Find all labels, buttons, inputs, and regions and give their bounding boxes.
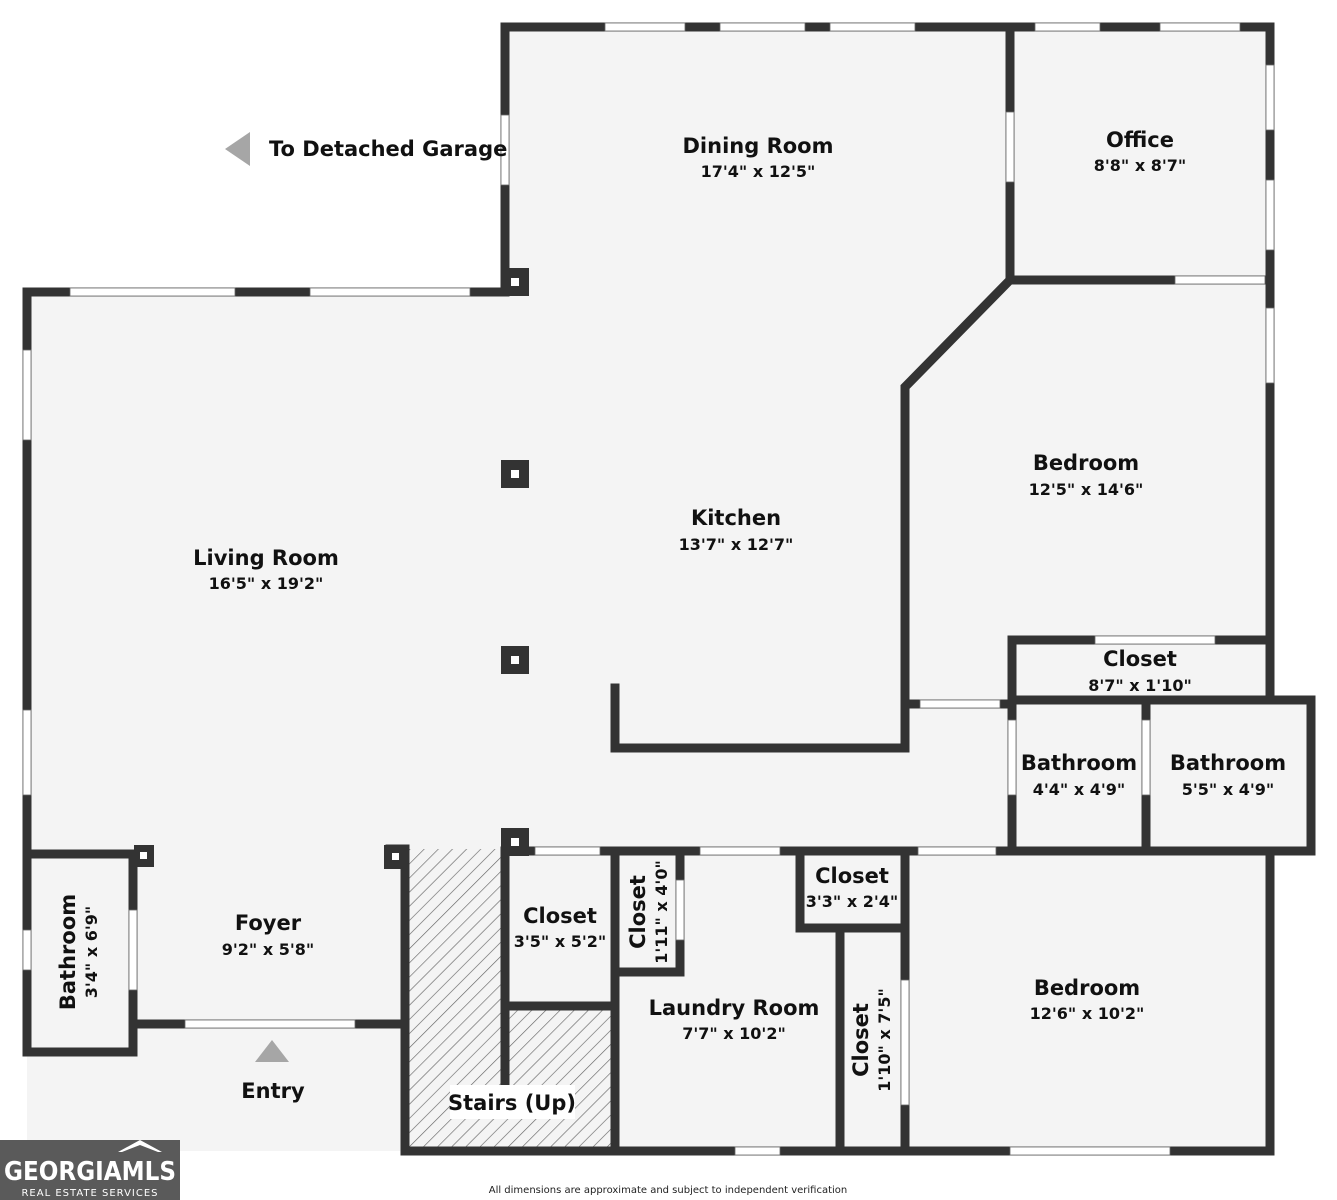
kitchen-label: Kitchen 13'7" x 12'7" bbox=[679, 506, 794, 554]
room-name: Closet bbox=[523, 904, 597, 928]
logo-tagline: REAL ESTATE SERVICES bbox=[21, 1188, 158, 1199]
entry-label: Entry bbox=[241, 1079, 305, 1103]
room-name: Closet bbox=[1103, 647, 1177, 671]
room-dimensions: 3'5" x 5'2" bbox=[514, 932, 606, 951]
room-name: Bedroom bbox=[1034, 976, 1140, 1000]
closet-narrow-label: Closet 1'11" x 4'0" bbox=[626, 860, 671, 964]
entry-marker: Entry bbox=[241, 1040, 305, 1103]
room-name: Bathroom bbox=[1170, 751, 1286, 775]
dining-room-label: Dining Room 17'4" x 12'5" bbox=[683, 134, 834, 181]
stairs-label: Stairs (Up) bbox=[448, 1085, 576, 1119]
room-name: Office bbox=[1106, 128, 1174, 152]
bathroom-b-label: Bathroom 5'5" x 4'9" bbox=[1170, 751, 1286, 799]
room-name: Living Room bbox=[193, 546, 339, 570]
room-dimensions: 3'4" x 6'9" bbox=[82, 906, 101, 998]
room-dimensions: 1'10" x 7'5" bbox=[875, 988, 894, 1092]
room-dimensions: 3'3" x 2'4" bbox=[806, 892, 898, 911]
room-dimensions: 5'5" x 4'9" bbox=[1182, 780, 1274, 799]
room-dimensions: 4'4" x 4'9" bbox=[1033, 780, 1125, 799]
closet-tall-label: Closet 1'10" x 7'5" bbox=[849, 988, 894, 1092]
room-name: Kitchen bbox=[691, 506, 781, 530]
garage-direction: To Detached Garage bbox=[225, 132, 507, 166]
bathroom-a-label: Bathroom 4'4" x 4'9" bbox=[1021, 751, 1137, 799]
foyer-label: Foyer 9'2" x 5'8" bbox=[222, 911, 314, 959]
disclaimer-text: All dimensions are approximate and subje… bbox=[489, 1185, 848, 1196]
room-name: Closet bbox=[849, 1003, 873, 1077]
bathroom-left-label: Bathroom 3'4" x 6'9" bbox=[56, 894, 101, 1010]
room-dimensions: 9'2" x 5'8" bbox=[222, 940, 314, 959]
garage-label: To Detached Garage bbox=[269, 137, 507, 161]
room-dimensions: 13'7" x 12'7" bbox=[679, 535, 794, 554]
room-name: Stairs (Up) bbox=[448, 1091, 576, 1115]
closet-top-label: Closet 8'7" x 1'10" bbox=[1088, 647, 1192, 695]
closet-small-label: Closet 3'3" x 2'4" bbox=[806, 864, 898, 911]
closet-mid-label: Closet 3'5" x 5'2" bbox=[514, 904, 606, 951]
room-name: Laundry Room bbox=[649, 996, 820, 1020]
logo-brand: GEORGIAMLS bbox=[4, 1157, 176, 1187]
room-name: Bathroom bbox=[1021, 751, 1137, 775]
room-name: Dining Room bbox=[683, 134, 834, 158]
posts bbox=[134, 268, 529, 869]
laundry-room-label: Laundry Room 7'7" x 10'2" bbox=[649, 996, 820, 1043]
room-dimensions: 12'5" x 14'6" bbox=[1029, 480, 1144, 499]
stairs-area bbox=[405, 849, 612, 1149]
up-arrow-icon bbox=[255, 1040, 289, 1062]
room-name: Bedroom bbox=[1033, 451, 1139, 475]
room-name: Foyer bbox=[235, 911, 302, 935]
room-name: Closet bbox=[626, 875, 650, 949]
office-label: Office 8'8" x 8'7" bbox=[1094, 128, 1186, 175]
room-dimensions: 8'8" x 8'7" bbox=[1094, 156, 1186, 175]
georgia-mls-logo: GEORGIAMLS REAL ESTATE SERVICES bbox=[0, 1140, 180, 1200]
room-dimensions: 16'5" x 19'2" bbox=[209, 574, 324, 593]
left-arrow-icon bbox=[225, 132, 250, 166]
room-dimensions: 8'7" x 1'10" bbox=[1088, 676, 1192, 695]
room-dimensions: 12'6" x 10'2" bbox=[1030, 1004, 1145, 1023]
room-dimensions: 17'4" x 12'5" bbox=[701, 162, 816, 181]
bedroom-label-upper: Bedroom 12'5" x 14'6" bbox=[1029, 451, 1144, 499]
bedroom-label-lower: Bedroom 12'6" x 10'2" bbox=[1030, 976, 1145, 1023]
floor-area bbox=[27, 27, 1311, 1151]
living-room-label: Living Room 16'5" x 19'2" bbox=[193, 546, 339, 593]
room-name: Closet bbox=[815, 864, 889, 888]
room-name: Bathroom bbox=[56, 894, 80, 1010]
room-dimensions: 7'7" x 10'2" bbox=[682, 1024, 786, 1043]
windows bbox=[22, 22, 1275, 1156]
room-dimensions: 1'11" x 4'0" bbox=[652, 860, 671, 964]
